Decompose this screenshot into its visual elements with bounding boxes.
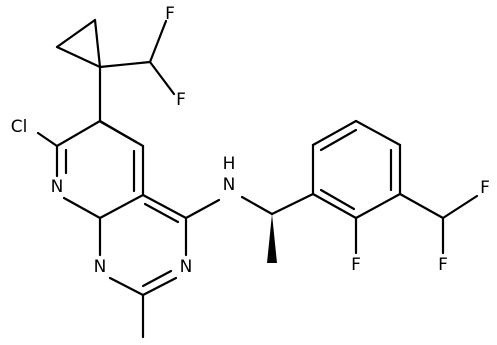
difluoromethyl-group-aryl — [398, 192, 479, 255]
fluorine-label-cp-bottom: F — [176, 90, 186, 110]
chlorine-label: Cl — [11, 117, 28, 137]
bond-chiral-aryl — [270, 192, 315, 216]
amine-nitrogen-label: N — [223, 175, 236, 195]
cyclopropyl-ring — [55, 18, 102, 69]
benzene-ring — [311, 119, 402, 220]
difluoromethyl-group-top — [98, 19, 176, 96]
pyrimidine-nitrogen-1-label: N — [94, 257, 107, 277]
fluorine-label-chf2-right: F — [480, 178, 490, 198]
pyrimidine-nitrogen-3-label: N — [180, 257, 193, 277]
wedge-bond — [267, 214, 277, 263]
amine-hydrogen-label: H — [223, 154, 236, 174]
bond-chloro — [36, 131, 59, 148]
bond-amine — [184, 198, 221, 220]
fluorine-label-cp-top: F — [165, 4, 175, 24]
pyridine-nitrogen-label: N — [51, 177, 64, 197]
pyridine-ring — [55, 119, 145, 220]
fluorine-label-chf2-bottom: F — [438, 255, 448, 275]
bond-amine-chiral — [240, 195, 274, 216]
pyrimidine-ring — [98, 193, 188, 297]
fluorine-label-aryl: F — [351, 255, 361, 275]
